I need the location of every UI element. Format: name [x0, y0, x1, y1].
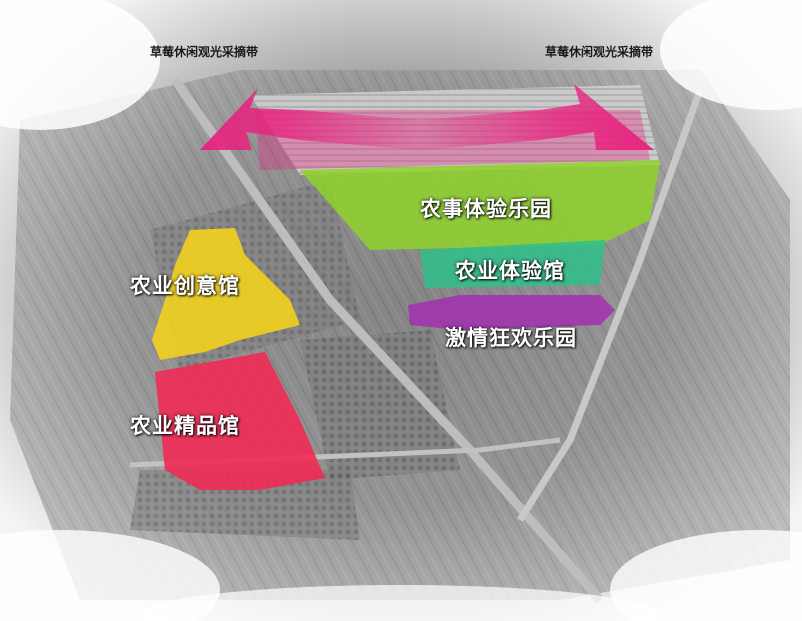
boutique-hall-zone — [155, 352, 325, 490]
boutique-hall-label: 农业精品馆 — [130, 414, 240, 438]
right-arrow-label: 草莓休闲观光采摘带 — [545, 45, 654, 59]
creative-hall-zone — [152, 228, 300, 360]
carnival-park-zone — [408, 295, 615, 330]
experience-hall-zone — [420, 240, 605, 288]
experience-hall-label: 农业体验馆 — [455, 259, 565, 283]
farm-park-zone — [300, 160, 660, 250]
carnival-park-label: 激情狂欢乐园 — [445, 326, 577, 350]
creative-hall-label: 农业创意馆 — [130, 274, 240, 298]
left-arrow-label: 草莓休闲观光采摘带 — [150, 45, 259, 59]
farm-park-label: 农事体验乐园 — [420, 197, 552, 221]
